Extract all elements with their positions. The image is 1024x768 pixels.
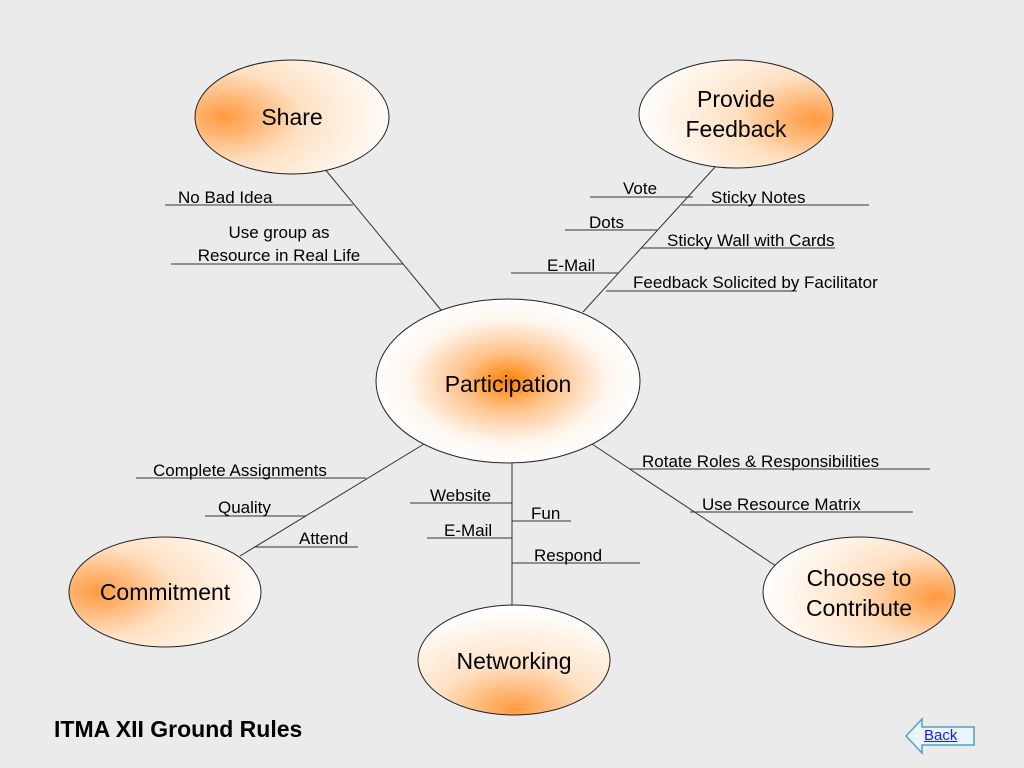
node-commitment-label: Commitment <box>100 579 231 605</box>
node-share-label: Share <box>261 104 322 130</box>
node-networking-label: Networking <box>456 648 571 674</box>
back-arrow-icon[interactable] <box>904 717 975 755</box>
spoke-contribute <box>591 443 777 567</box>
node-choose-to-contribute: Choose to Contribute <box>762 536 956 648</box>
label-use-group-as: Use group as <box>228 223 329 242</box>
label-feedback-solicited: Feedback Solicited by Facilitator <box>633 273 878 292</box>
label-sticky-wall: Sticky Wall with Cards <box>667 231 835 250</box>
node-contribute-label-2: Contribute <box>806 595 912 621</box>
label-quality: Quality <box>218 498 271 517</box>
label-feedback-email: E-Mail <box>547 256 595 275</box>
node-feedback-label-1: Provide <box>697 86 775 112</box>
label-rotate-roles: Rotate Roles & Responsibilities <box>642 452 879 471</box>
page-title: ITMA XII Ground Rules <box>54 716 303 742</box>
label-sticky-notes: Sticky Notes <box>711 188 805 207</box>
node-contribute-label-1: Choose to <box>807 565 912 591</box>
label-complete-assignments: Complete Assignments <box>153 461 327 480</box>
back-button[interactable] <box>904 716 976 756</box>
label-resource-matrix: Use Resource Matrix <box>702 495 861 514</box>
spoke-feedback <box>582 165 717 313</box>
node-feedback-label-2: Feedback <box>685 116 787 142</box>
label-no-bad-idea: No Bad Idea <box>178 188 273 207</box>
spoke-commitment <box>239 443 425 557</box>
label-respond: Respond <box>534 546 602 565</box>
spoke-share <box>323 167 442 311</box>
node-provide-feedback: Provide Feedback <box>638 59 834 169</box>
node-participation: Participation <box>375 298 641 464</box>
node-networking: Networking <box>417 604 611 716</box>
node-commitment: Commitment <box>68 536 262 648</box>
node-participation-label: Participation <box>445 371 572 397</box>
back-link[interactable]: Back <box>924 727 958 744</box>
label-website: Website <box>430 486 491 505</box>
label-vote: Vote <box>623 179 657 198</box>
label-fun: Fun <box>531 504 560 523</box>
node-share: Share <box>194 59 390 175</box>
label-networking-email: E-Mail <box>444 521 492 540</box>
label-resource-in-real-life: Resource in Real Life <box>198 246 361 265</box>
label-attend: Attend <box>299 529 348 548</box>
label-dots: Dots <box>589 213 624 232</box>
